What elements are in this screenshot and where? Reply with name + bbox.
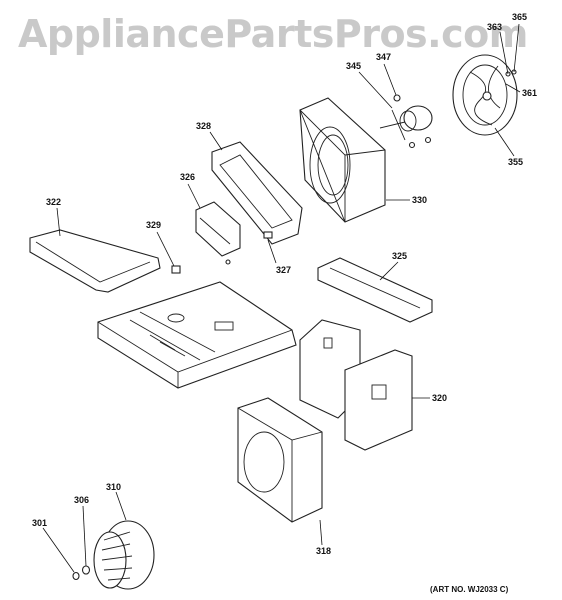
art-number: (ART NO. WJ2033 C) [430,585,509,594]
label-306: 306 [74,495,89,505]
part-301-nut [72,571,80,581]
label-329: 329 [146,220,161,230]
label-325: 325 [392,251,407,261]
label-310: 310 [106,482,121,492]
part-330-shroud [299,97,386,223]
part-318-scroll-housing [237,397,323,523]
label-363: 363 [487,22,502,32]
label-365: 365 [512,12,527,22]
label-345: 345 [346,61,361,71]
part-328-panel [211,141,303,245]
label-320: 320 [432,393,447,403]
part-325-rail [317,257,433,323]
label-355: 355 [508,157,523,167]
part-327-clip [263,231,273,239]
part-329-clip [171,265,181,274]
label-327: 327 [276,265,291,275]
label-361: 361 [522,88,537,98]
leader-lines [42,23,521,573]
part-355-fan [452,54,518,136]
part-320-control-box [299,319,413,451]
label-301: 301 [32,518,47,528]
part-310-blower-wheel [93,520,155,590]
label-322: 322 [46,197,61,207]
label-328: 328 [196,121,211,131]
part-345-motor [379,94,433,149]
label-318: 318 [316,546,331,556]
label-330: 330 [412,195,427,205]
part-326-bracket [195,201,241,265]
part-306-washer [81,565,91,575]
label-347: 347 [376,52,391,62]
part-322-channel [29,229,161,293]
label-326: 326 [180,172,195,182]
base-pan [97,281,297,389]
watermark: AppliancePartsPros.com [18,12,528,56]
